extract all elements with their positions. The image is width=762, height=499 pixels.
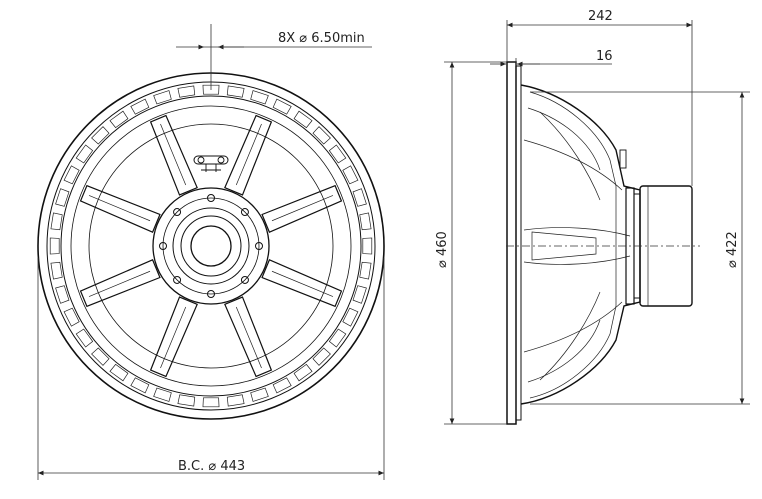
- spoke: [224, 114, 273, 196]
- rim-slot: [50, 261, 63, 280]
- spoke: [261, 184, 343, 233]
- hole-spec-label: 8X ⌀ 6.50min: [278, 31, 365, 46]
- rim-slot: [49, 237, 60, 255]
- bolt-circle-label: B.C. ⌀ 443: [178, 459, 245, 474]
- spoke: [79, 259, 161, 308]
- rim-slot: [312, 347, 331, 366]
- depth-label: 242: [588, 9, 613, 24]
- basket-spokes: [79, 114, 343, 378]
- rim-slot: [362, 237, 373, 255]
- baffle-diameter-label: ⌀ 422: [725, 231, 740, 268]
- rim-slot: [226, 394, 245, 407]
- rim-slot: [359, 212, 372, 231]
- front-dimensions: [37, 24, 385, 480]
- rim-slot: [352, 285, 367, 304]
- rim-slot: [312, 126, 331, 145]
- rim-slot: [109, 363, 129, 382]
- hub-hole: [240, 208, 249, 217]
- rim-slot: [293, 363, 313, 382]
- rim-slot: [50, 212, 63, 231]
- spoke-rib: [235, 123, 262, 186]
- spoke-rib: [160, 306, 187, 369]
- rim-slot: [359, 261, 372, 280]
- spoke: [261, 259, 343, 308]
- spoke: [224, 296, 273, 378]
- terminal-block: [193, 155, 229, 172]
- rim-slot: [153, 387, 172, 402]
- rim-slot: [177, 394, 196, 407]
- rim-slot: [342, 165, 359, 185]
- rim-slot: [130, 98, 150, 115]
- rim-slot: [63, 307, 80, 327]
- rim-slot: [250, 387, 269, 402]
- rim-slot: [202, 84, 220, 95]
- rim-slot: [109, 110, 129, 129]
- spoke-rib: [271, 195, 334, 222]
- hub-hole: [240, 275, 249, 284]
- rim-slot: [177, 85, 196, 98]
- rim-slot: [153, 90, 172, 105]
- rim-slot: [55, 188, 70, 207]
- rim-slot: [91, 126, 110, 145]
- rim-slot: [352, 188, 367, 207]
- rim-slot: [272, 98, 292, 115]
- front-view: [37, 72, 385, 420]
- rim-slot: [293, 110, 313, 129]
- rim-slots: [49, 84, 373, 408]
- rim-slot: [226, 85, 245, 98]
- spoke: [149, 296, 198, 378]
- spoke-rib: [160, 123, 187, 186]
- rim-slot: [91, 347, 110, 366]
- rim-slot: [272, 377, 292, 394]
- rim-slot: [130, 377, 150, 394]
- spoke-rib: [88, 270, 151, 297]
- rim-slot: [55, 285, 70, 304]
- rim-slot: [75, 328, 94, 348]
- spoke: [79, 184, 161, 233]
- spoke: [149, 114, 198, 196]
- rim-slot: [328, 328, 347, 348]
- mounting-holes: [159, 194, 263, 298]
- rim-slot: [342, 307, 359, 327]
- hub-hole: [173, 208, 182, 217]
- side-dimensions: [444, 20, 750, 425]
- spoke-rib: [271, 270, 334, 297]
- rim-slot: [75, 144, 94, 164]
- rim-slot: [328, 144, 347, 164]
- spoke-rib: [235, 306, 262, 369]
- flange-thickness-label: 16: [596, 49, 613, 64]
- outer-diameter-label: ⌀ 460: [435, 231, 450, 268]
- hub-hole: [173, 275, 182, 284]
- side-view: [506, 61, 700, 425]
- spoke-rib: [88, 195, 151, 222]
- rim-slot: [250, 90, 269, 105]
- rim-slot: [202, 397, 220, 408]
- rim-slot: [63, 165, 80, 185]
